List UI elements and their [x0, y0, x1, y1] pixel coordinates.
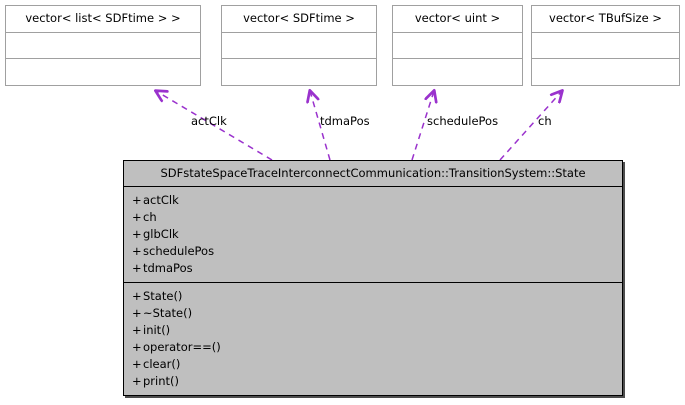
class-attribute-row: +actClk	[132, 192, 622, 209]
member-visibility: +	[132, 306, 142, 320]
member-name: print()	[143, 374, 179, 388]
class-attribute-row: +tdmaPos	[132, 260, 622, 277]
member-name: glbClk	[143, 227, 179, 241]
class-node-title: SDFstateSpaceTraceInterconnectCommunicat…	[124, 161, 622, 187]
member-name: ch	[143, 210, 157, 224]
member-visibility: +	[132, 261, 142, 275]
class-node-title: vector< list< SDFtime > >	[6, 6, 200, 33]
class-operation-row: +operator==()	[132, 339, 622, 356]
class-operation-row: +~State()	[132, 305, 622, 322]
class-node-attributes-compartment	[532, 33, 679, 59]
class-attribute-row: +ch	[132, 209, 622, 226]
member-visibility: +	[132, 374, 142, 388]
member-name: clear()	[143, 357, 181, 371]
member-visibility: +	[132, 340, 142, 354]
class-node-operations-compartment: +State()+~State()+init()+operator==()+cl…	[124, 283, 622, 395]
member-name: operator==()	[143, 340, 221, 354]
class-node-main[interactable]: SDFstateSpaceTraceInterconnectCommunicat…	[123, 160, 623, 396]
edge-label-actclk: actClk	[191, 114, 227, 128]
class-node-vector-tbufsize[interactable]: vector< TBufSize >	[531, 5, 680, 86]
class-node-attributes-compartment	[6, 33, 200, 59]
class-node-vector-list-sdftime[interactable]: vector< list< SDFtime > >	[5, 5, 201, 86]
class-operation-row: +print()	[132, 373, 622, 390]
class-node-title: vector< SDFtime >	[222, 6, 376, 33]
member-name: actClk	[143, 193, 179, 207]
class-node-operations-compartment	[6, 59, 200, 85]
class-node-title: vector< TBufSize >	[532, 6, 679, 33]
member-name: State()	[143, 289, 183, 303]
class-node-attributes-compartment: +actClk+ch+glbClk+schedulePos+tdmaPos	[124, 187, 622, 283]
member-visibility: +	[132, 289, 142, 303]
class-attribute-row: +schedulePos	[132, 243, 622, 260]
class-node-operations-compartment	[393, 59, 522, 85]
class-operation-row: +clear()	[132, 356, 622, 373]
member-name: tdmaPos	[143, 261, 193, 275]
class-node-operations-compartment	[532, 59, 679, 85]
class-node-attributes-compartment	[222, 33, 376, 59]
class-node-vector-uint[interactable]: vector< uint >	[392, 5, 523, 86]
edge-label-tdmapos: tdmaPos	[320, 114, 370, 128]
member-name: schedulePos	[143, 244, 215, 258]
class-operation-row: +init()	[132, 322, 622, 339]
member-name: init()	[143, 323, 171, 337]
member-name: ~State()	[143, 306, 193, 320]
member-visibility: +	[132, 227, 142, 241]
class-node-operations-compartment	[222, 59, 376, 85]
class-attribute-row: +glbClk	[132, 226, 622, 243]
member-visibility: +	[132, 357, 142, 371]
class-node-title: vector< uint >	[393, 6, 522, 33]
edge-label-schedulepos: schedulePos	[427, 114, 499, 128]
member-visibility: +	[132, 210, 142, 224]
class-node-vector-sdftime[interactable]: vector< SDFtime >	[221, 5, 377, 86]
member-visibility: +	[132, 244, 142, 258]
class-node-attributes-compartment	[393, 33, 522, 59]
class-operation-row: +State()	[132, 288, 622, 305]
member-visibility: +	[132, 193, 142, 207]
edge-ch	[499, 91, 562, 161]
edge-label-ch: ch	[538, 114, 552, 128]
member-visibility: +	[132, 323, 142, 337]
